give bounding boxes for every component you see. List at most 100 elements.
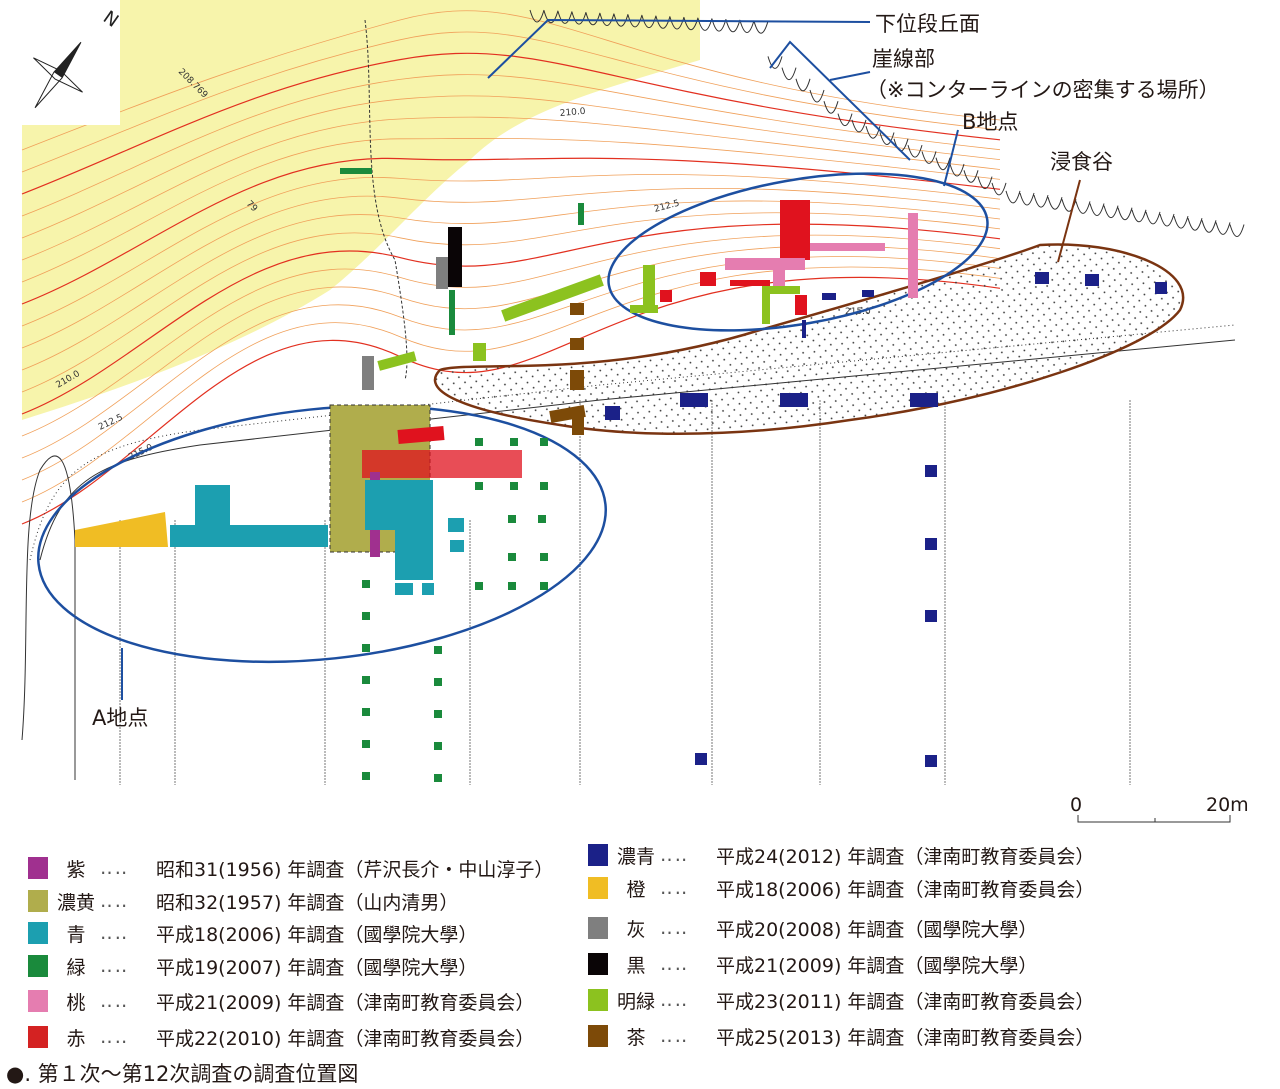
survey-trench-lime [377, 351, 417, 371]
contour-line [21, 245, 1001, 459]
survey-trench-cyan [450, 540, 464, 552]
contour-label: 212.5 [653, 199, 680, 215]
legend-text: 平成21(2009) 年調査（津南町教育委員会） [156, 991, 535, 1014]
survey-pit-green [538, 515, 546, 523]
contour-line [21, 234, 1001, 437]
contour-label: 210.0 [559, 107, 586, 119]
label-erosion-valley: 浸食谷 [1050, 150, 1113, 174]
leader-lower-terrace [487, 18, 871, 79]
legend-color-name: 桃 [66, 991, 86, 1014]
survey-pit-green [434, 678, 442, 686]
survey-pit-green [508, 515, 516, 523]
survey-pit-green [434, 774, 442, 782]
survey-trench-red [397, 426, 445, 444]
survey-trench-navy [925, 755, 937, 767]
survey-trench-pink [773, 260, 785, 290]
legend-dots: ‥‥ [660, 1025, 690, 1047]
point-b-ellipse [607, 172, 989, 332]
legend-item: 紫‥‥昭和31(1956) 年調査（芹沢長介・中山淳子） [28, 855, 553, 881]
contour-line [21, 266, 1001, 503]
survey-trench-navy [1155, 282, 1167, 294]
legend-item: 明緑‥‥ 平成23(2011) 年調査（津南町教育委員会） [588, 987, 1094, 1013]
survey-trench-navy [862, 290, 874, 297]
legend-item: 緑‥‥平成19(2007) 年調査（國學院大學） [28, 953, 477, 979]
legend-swatch [28, 922, 48, 944]
survey-pit-green [475, 582, 483, 590]
road-edge [39, 339, 1236, 561]
survey-trench-navy [925, 465, 937, 477]
legend-dots: ‥‥ [100, 990, 130, 1012]
survey-pit-green [434, 646, 442, 654]
survey-trench-black [448, 227, 462, 287]
contour-line [21, 137, 1001, 283]
survey-trench-green [340, 168, 372, 174]
stream-line [364, 19, 408, 381]
survey-pit-green [540, 438, 548, 446]
label-point-b: B地点 [962, 110, 1019, 134]
legend-swatch [588, 877, 608, 899]
legend-dots: ‥‥ [660, 989, 690, 1011]
survey-trench-brown [570, 303, 584, 315]
label-lower-terrace: 下位段丘面 [875, 12, 980, 36]
legend-text: 平成25(2013) 年調査（津南町教育委員会） [716, 1026, 1095, 1049]
legend-color-name: 緑 [66, 956, 86, 979]
label-point-a: A地点 [92, 706, 149, 730]
legend-color-name: 黒 [626, 954, 646, 977]
legend-dots: ‥‥ [660, 844, 690, 866]
survey-trench-red [730, 280, 770, 286]
survey-trench-lime [762, 286, 800, 294]
figure-caption: ●. 第１次～第12次調査の調査位置図 [6, 1062, 359, 1086]
contour-line [21, 174, 1001, 327]
compass-background [0, 0, 120, 125]
contour-line [21, 157, 1001, 305]
point-a-ellipse [37, 404, 607, 664]
label-cliff-note: （※コンターラインの密集する場所） [866, 78, 1220, 102]
road-ticks [29, 324, 1236, 561]
legend-color-name: 濃黄 [56, 891, 95, 914]
contour-line [21, 52, 1001, 195]
legend-color-name: 明緑 [616, 990, 655, 1013]
contour-label: 212.5 [97, 413, 125, 433]
label-cliff: 崖線部 [872, 47, 935, 71]
compass-icon [33, 41, 83, 109]
legend-swatch [28, 857, 48, 879]
survey-pit-green [434, 742, 442, 750]
legend-dots: ‥‥ [660, 917, 690, 939]
legend-text: 平成22(2010) 年調査（津南町教育委員会） [156, 1027, 535, 1050]
legend-color-name: 茶 [626, 1026, 646, 1049]
legend-swatch [588, 953, 608, 975]
legend-swatch [588, 917, 608, 939]
survey-trench-gray [362, 356, 374, 390]
legend-item: 青‥‥平成18(2006) 年調査（國學院大學） [28, 920, 477, 946]
contour-line [21, 187, 1001, 349]
survey-pit-green [540, 553, 548, 561]
survey-trench-navy [605, 406, 620, 420]
survey-pit-green [510, 482, 518, 490]
erosion-valley-outline [433, 243, 1185, 435]
legend-text: 平成23(2011) 年調査（津南町教育委員会） [716, 990, 1095, 1013]
survey-pit-green [362, 580, 370, 588]
legend-swatch [588, 844, 608, 866]
survey-trench-navy [695, 753, 707, 765]
survey-trench-cyan [422, 583, 434, 595]
survey-trench-green [449, 290, 455, 335]
legend-swatch [28, 1026, 48, 1048]
survey-trench-navy [802, 320, 806, 338]
survey-trench-brown [570, 370, 584, 390]
survey-pit-green [508, 582, 516, 590]
leader-point-b [943, 129, 959, 187]
leader-cliff [769, 40, 911, 161]
upper-terrace-area [22, 0, 700, 420]
legend-text: 平成19(2007) 年調査（國學院大學） [156, 956, 478, 979]
survey-trench-navy [925, 610, 937, 622]
contour-line [21, 95, 1001, 239]
legend-dots: ‥‥ [660, 877, 690, 899]
survey-trench-orange [75, 512, 168, 547]
survey-pit-green [475, 438, 483, 446]
legend-color-name: 橙 [626, 878, 646, 901]
legend-color-name: 青 [66, 923, 86, 946]
survey-pit-green [362, 644, 370, 652]
survey-trench-navy [822, 293, 836, 300]
survey-trench-navy [1085, 274, 1099, 286]
contour-line [21, 31, 1001, 173]
